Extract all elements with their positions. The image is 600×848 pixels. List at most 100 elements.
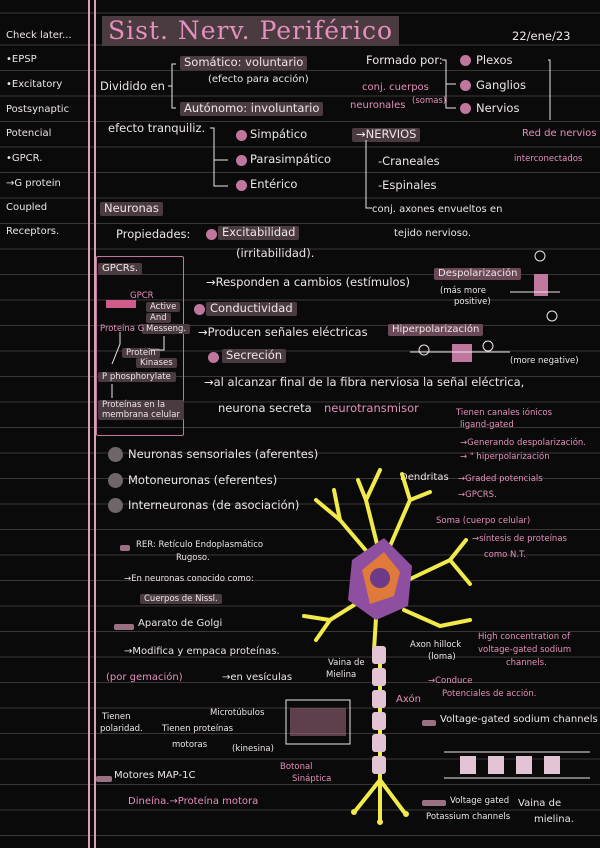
autonomo: Autónomo: involuntario [180, 101, 324, 116]
efecto: (efecto para acción) [208, 74, 309, 85]
bullet-bar [120, 545, 130, 551]
rugoso: Rugoso. [176, 553, 210, 563]
responden: →Responden a cambios (estímulos) [206, 275, 411, 289]
mas-negativo: (more negative) [510, 356, 579, 366]
conocido-como: →En neuronas conocido como: [124, 574, 254, 584]
sidebar-gpcr: •GPCR. [6, 153, 43, 164]
sinaptico: Sináptica [292, 774, 332, 784]
bullet-dot [194, 304, 205, 315]
boton: Botonal [280, 762, 313, 772]
gpcr-proteina-g: Proteína G [100, 324, 145, 334]
tejido: tejido nervioso. [394, 228, 472, 239]
excitabilidad: Excitabilidad [218, 225, 300, 240]
canales-ionicos: Tienen canales iónicos [456, 408, 553, 418]
vaina-label: Vaina de [328, 658, 365, 668]
neuron-drawing [302, 468, 472, 825]
mielina-end: mielina. [534, 814, 574, 825]
bullet-dot [236, 155, 247, 166]
somas: (somas) [412, 96, 447, 106]
motores: Motores MAP-1C [114, 770, 196, 781]
potassium-channels: Potassium channels [426, 812, 511, 822]
page-date: 22/ene/23 [512, 29, 571, 43]
soma: Soma (cuerpo celular) [436, 516, 531, 526]
nervios: Nervios [476, 101, 520, 115]
como-nt: como N.T. [484, 550, 527, 560]
gpcr-arrows [111, 332, 165, 398]
irritabilidad: (irritabilidad). [236, 246, 315, 260]
bullet-dot [108, 447, 123, 462]
al-alcanzar: →al alcanzar final de la fibra nerviosa … [204, 375, 525, 389]
channel-blocks [460, 756, 560, 774]
interneuronas: Interneuronas (de asociación) [128, 498, 300, 512]
bullet-dot [460, 80, 471, 91]
mas-positivo: (más more [440, 286, 486, 296]
neuronales: neuronales [350, 100, 406, 111]
ion-channel-depol [510, 250, 560, 322]
secrecion: Secreción [222, 348, 287, 363]
gpcr-messeng: Messeng. [142, 324, 191, 335]
tienen-proteinas: Tienen proteínas [162, 724, 234, 734]
conduce: →Conduce [428, 676, 473, 686]
interconectados: interconectados [514, 154, 583, 164]
neurona-secreta: neurona secreta [218, 401, 312, 415]
ganglios: Ganglios [476, 78, 526, 92]
voltage-gated-sodium: Voltage-gated sodium channels [440, 714, 598, 725]
sidebar-check-later: Check later... [6, 30, 72, 41]
bullet-bar [96, 776, 112, 782]
bullet-bar [422, 800, 446, 806]
channels: channels. [506, 658, 547, 668]
despolarizacion: Despolarización [434, 268, 522, 280]
axones: conj. axones envueltos en [372, 204, 503, 215]
dendritas: Dendritas [400, 472, 449, 483]
membrane-icon [106, 300, 136, 308]
gpcr-kinases: Kinases [136, 358, 177, 369]
somatico: Somático: voluntario [180, 55, 308, 70]
sidebar-excitatory: •Excitatory [6, 79, 63, 90]
vesiculas: →en vesículas [222, 672, 293, 683]
axon-label: Axón [396, 694, 421, 705]
nervios-heading: →NERVIOS [352, 127, 421, 142]
positivo: positive) [454, 297, 491, 307]
craneales: -Craneales [378, 154, 440, 168]
polaridad: polaridad. [100, 724, 143, 734]
voltage-sodium: voltage-gated sodium [478, 645, 572, 655]
conductividad: Conductividad [206, 301, 297, 316]
gpcr-and: And [146, 313, 171, 324]
sintesis: →síntesis de proteínas [472, 534, 567, 544]
parasimpatico: Parasimpático [250, 152, 332, 166]
graded: →Graded potencials [458, 474, 543, 484]
formado-por: Formado por: [366, 53, 443, 67]
sidebar-g-protein: →G protein [6, 178, 61, 189]
sidebar-postsynaptic: Postsynaptic [6, 104, 70, 115]
bullet-dot [236, 130, 247, 141]
sidebar-receptors: Receptors. [6, 226, 60, 237]
bullet-dot [208, 352, 219, 363]
page-title: Sist. Nerv. Periférico [102, 16, 400, 46]
golgi: Aparato de Golgi [138, 618, 223, 629]
espinales: -Espinales [378, 178, 437, 192]
rer: RER: Retículo Endoplasmático [136, 540, 264, 550]
microtubule-box [285, 699, 351, 745]
bullet-dot [206, 229, 217, 240]
plexos: Plexos [476, 53, 513, 67]
kinesina: (kinesina) [232, 744, 274, 754]
sidebar-epsp: •EPSP [6, 54, 37, 65]
voltage-gated-potassium: Voltage gated [450, 796, 510, 806]
gpcr-protein: Protein [122, 348, 160, 359]
motoras: motoras [172, 740, 208, 750]
bullet-dot [460, 103, 471, 114]
gpcr-phosphorylate: P phosphorylate [98, 372, 176, 383]
simpatico: Simpático [250, 127, 308, 141]
cuerpos-nissl: Cuerpos de Nissl. [140, 594, 222, 605]
channels-diagram [444, 751, 590, 779]
bullet-dot [108, 498, 123, 513]
axon-hillock: Axon hillock [410, 640, 462, 650]
tienen: Tienen [102, 712, 131, 722]
enterico: Entérico [250, 177, 298, 191]
bullet-bar [114, 624, 134, 630]
gpcrs-heading: GPCRs. [98, 263, 143, 275]
propiedades: Propiedades: [116, 227, 191, 241]
margin-line-right [94, 0, 96, 848]
sidebar-potencial: Potencial [6, 128, 52, 139]
vaina-de: Vaina de [518, 798, 562, 809]
